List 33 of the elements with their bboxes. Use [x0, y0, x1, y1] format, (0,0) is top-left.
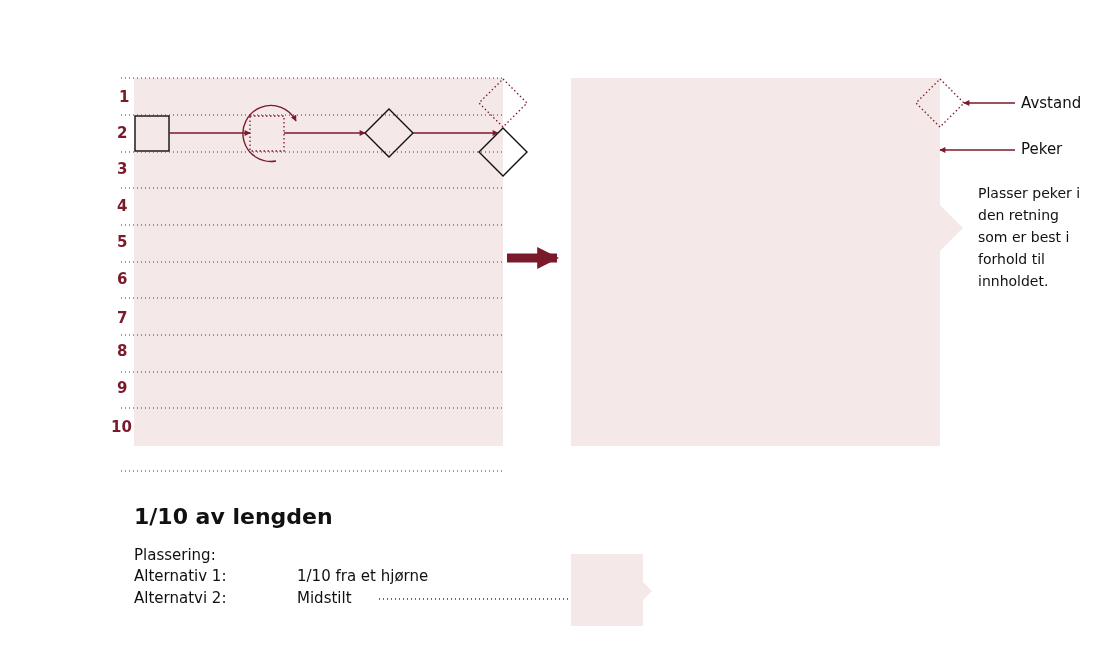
- arrow: [939, 147, 1016, 153]
- callout-text: Peker: [1021, 139, 1111, 161]
- row-number: 3: [117, 160, 128, 178]
- note-text: Plasser peker i den retning som er best i forhold til innholdet.: [978, 184, 1082, 291]
- heading: 1/10 av lengden: [134, 503, 333, 531]
- label-text: 1/10 fra et hjørne: [297, 566, 429, 587]
- arrow: [963, 100, 1016, 106]
- arrow: [507, 247, 560, 269]
- callout-text: Midstilt: [297, 588, 369, 610]
- dotted-diamond-outline: [916, 79, 964, 127]
- square-shape: [135, 116, 169, 151]
- dotted-square-outline: [250, 116, 284, 151]
- row-number: 5: [117, 233, 128, 251]
- row-number: 2: [117, 124, 128, 142]
- diamond-shape: [365, 109, 413, 157]
- label-text: Alternatvi 2:: [134, 588, 227, 609]
- callout-text: Avstand: [1021, 93, 1111, 115]
- dotted-diamond-outline: [479, 79, 527, 127]
- row-number: 7: [117, 309, 128, 327]
- arrow: [283, 130, 366, 136]
- row-number: 8: [117, 342, 128, 360]
- row-number: 4: [117, 197, 128, 215]
- label-text: Alternativ 1:: [134, 566, 227, 587]
- arrow: [412, 130, 499, 136]
- row-number: 1: [119, 88, 130, 106]
- label-text: Plassering:: [134, 545, 216, 566]
- grid-panel: [134, 78, 503, 446]
- arrow: [168, 130, 251, 136]
- row-number: 6: [117, 270, 128, 288]
- speech-bubble-panel: [571, 78, 963, 446]
- diamond-shape: [479, 128, 527, 176]
- row-number: 9: [117, 379, 128, 397]
- row-number: 10: [111, 418, 132, 436]
